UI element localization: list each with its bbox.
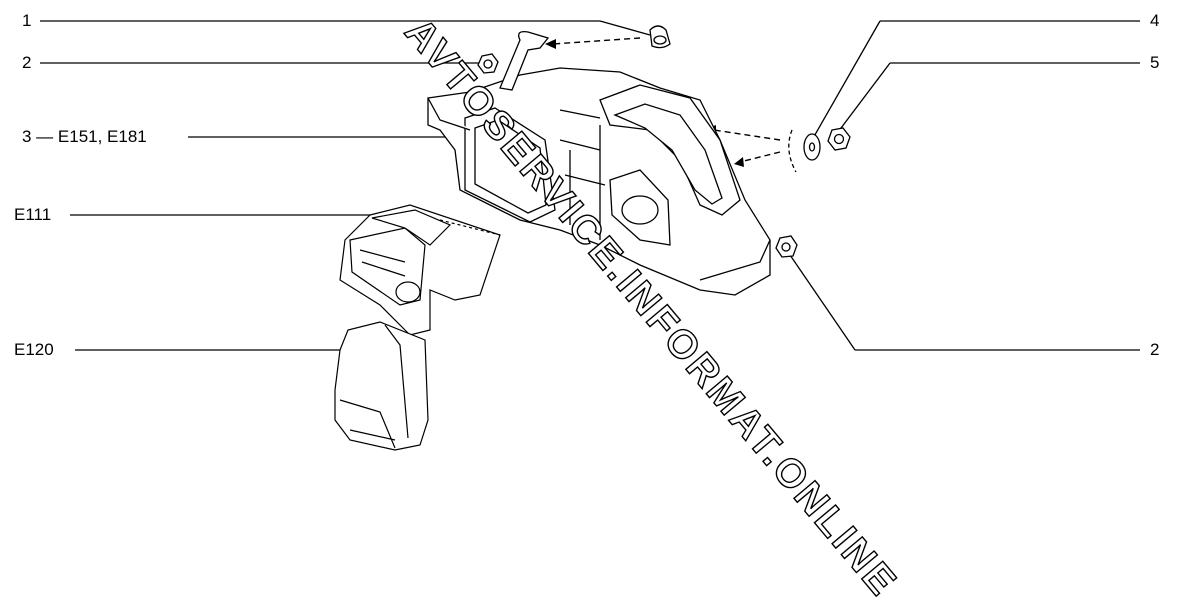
arrowhead-lower (734, 157, 744, 167)
arrow-dashed-lower (739, 151, 781, 163)
leader-line-2-right-b (789, 254, 856, 351)
arrow-dashed-upper (713, 129, 781, 141)
callout-e111: E111 (14, 205, 52, 224)
leader-line-5b (837, 62, 891, 133)
leader-line-1b (599, 20, 651, 36)
diagram-drawing (40, 20, 1140, 451)
callout-2-left: 2 (22, 53, 32, 72)
exploded-parts-diagram: 1 2 3 — E151, E181 E111 E120 4 5 2 AVTOS… (14, 9, 1160, 606)
heater-housing-part-3 (427, 31, 771, 296)
clip-part-1 (649, 25, 671, 49)
callout-1: 1 (22, 11, 32, 30)
callout-3: 3 — E151, E181 (22, 127, 147, 146)
nut-part-2-top (477, 53, 499, 74)
nut-part-5 (827, 127, 851, 151)
duct-part-e120 (334, 321, 429, 451)
leader-line-4b (811, 20, 881, 141)
arrow-dashed-1 (552, 37, 641, 45)
callout-4: 4 (1150, 11, 1160, 30)
duct-part-e111 (339, 204, 501, 336)
nut-part-2-bottom (775, 235, 798, 258)
washer-part-4 (788, 129, 821, 173)
callout-5: 5 (1150, 53, 1160, 72)
callout-2-right: 2 (1150, 340, 1160, 359)
arrowhead-1 (545, 39, 556, 49)
callout-e120: E120 (14, 340, 54, 359)
